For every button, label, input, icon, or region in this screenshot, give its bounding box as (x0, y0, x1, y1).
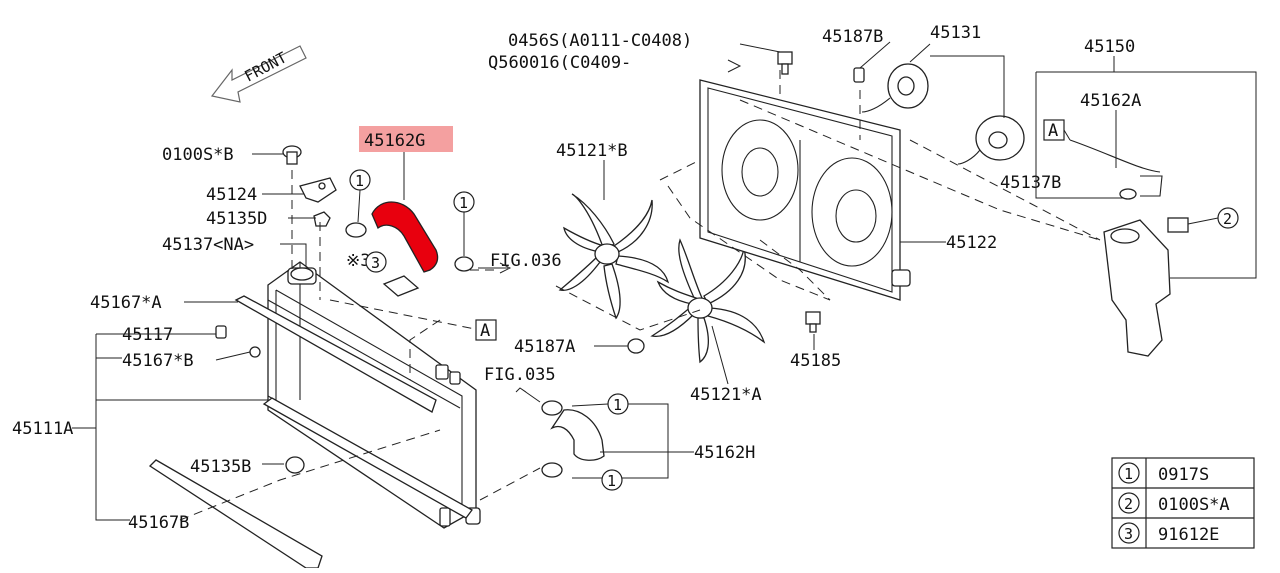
svg-text:1: 1 (459, 194, 468, 212)
label-45162a: 45162A (1080, 91, 1141, 111)
svg-text:3: 3 (371, 254, 380, 272)
reservoir-45150 (1103, 175, 1189, 357)
legend-row-2-part: 0100S*A (1158, 495, 1230, 515)
clip-45187b (853, 67, 865, 83)
svg-text:1: 1 (607, 472, 616, 490)
highlight-45162g (359, 126, 453, 152)
bolt-0456s (777, 51, 793, 75)
legend-row-1-circle (1118, 462, 1140, 484)
label-45185: 45185 (790, 351, 841, 371)
callout-1-lower-bottom: 1 (601, 469, 623, 491)
legend-row-3-num: 3 (1124, 525, 1133, 543)
cushion-45135d (313, 211, 331, 227)
bolt-45185 (805, 311, 821, 333)
label-fig036[interactable]: FIG.036 (490, 251, 562, 271)
label-45111a: 45111A (12, 419, 73, 439)
seal-45167a (234, 295, 437, 413)
callout-1-clamp-right: 1 (453, 191, 475, 213)
leader-lines (72, 41, 1257, 521)
bracket-45124 (299, 177, 337, 203)
label-45162h: 45162H (694, 443, 755, 463)
nut-45187a (627, 338, 645, 354)
label-45135b: 45135B (190, 457, 251, 477)
fan-motor-2 (957, 115, 1025, 165)
label-45167b: 45167B (128, 513, 189, 533)
label-45187b: 45187B (822, 27, 883, 47)
label-45137b: 45137B (1000, 173, 1061, 193)
legend-row-2-num: 2 (1124, 495, 1133, 513)
reference-lines (179, 70, 1101, 521)
front-arrow-icon: FRONT (210, 45, 307, 103)
clip-45167b (249, 346, 261, 358)
svg-text:A: A (480, 321, 490, 341)
seal-45167b (148, 459, 323, 569)
label-45150: 45150 (1084, 37, 1135, 57)
label-note3: ※3 (346, 251, 370, 271)
radiator (267, 261, 481, 529)
label-45135d: 45135D (206, 209, 267, 229)
svg-text:2: 2 (1223, 210, 1232, 228)
marker-a-reservoir: A (1043, 119, 1065, 141)
callout-1-lower-top: 1 (607, 393, 629, 415)
svg-text:1: 1 (355, 172, 364, 190)
lower-hose-45162h (541, 400, 605, 478)
fan-shroud-45122 (699, 79, 911, 301)
label-45187a: 45187A (514, 337, 575, 357)
label-45131: 45131 (930, 23, 981, 43)
callout-3-label: 3 (365, 251, 387, 273)
front-label: FRONT (241, 48, 289, 85)
grommet-45117 (215, 325, 227, 339)
legend-row-1-num: 1 (1124, 465, 1133, 483)
bolt-0100sb (282, 145, 302, 165)
label-45122: 45122 (946, 233, 997, 253)
reservoir-hose-45162a (1069, 139, 1161, 173)
fan-motor-1 (861, 63, 929, 113)
label-fig035[interactable]: FIG.035 (484, 365, 556, 385)
lower-strip (262, 397, 473, 519)
label-45117: 45117 (122, 325, 173, 345)
svg-text:1: 1 (613, 396, 622, 414)
svg-text:A: A (1048, 121, 1058, 141)
label-45121b: 45121*B (556, 141, 628, 161)
legend-table: 1 0917S 2 0100S*A 3 91612E (1111, 457, 1255, 549)
label-q560016: Q560016(C0409- (488, 53, 631, 73)
label-45121a: 45121*A (690, 385, 762, 405)
label-0456s: 0456S(A0111-C0408) (508, 31, 692, 51)
legend-row-3-circle (1118, 522, 1140, 544)
label-0100sb: 0100S*B (162, 145, 234, 165)
legend-row-3-part: 91612E (1158, 525, 1219, 545)
label-45162g: 45162G (364, 131, 425, 151)
label-45167a: 45167*A (90, 293, 162, 313)
callout-2-bolt: 2 (1217, 207, 1239, 229)
arrow-fig035-icon (515, 387, 541, 403)
label-45124: 45124 (206, 185, 257, 205)
cushion-45135b (285, 456, 305, 474)
legend-row-2-circle (1118, 492, 1140, 514)
fan-45121b (558, 193, 670, 320)
legend-row-1-part: 0917S (1158, 465, 1209, 485)
label-45167b-star: 45167*B (122, 351, 194, 371)
fan-45121a (650, 238, 766, 364)
upper-hose-45162g (345, 201, 474, 273)
arrow-fig036-icon (478, 262, 512, 274)
callout-1-clamp-left: 1 (349, 169, 371, 191)
label-45137na: 45137<NA> (162, 235, 254, 255)
marker-a-radiator: A (475, 319, 497, 341)
caution-label (382, 275, 420, 297)
